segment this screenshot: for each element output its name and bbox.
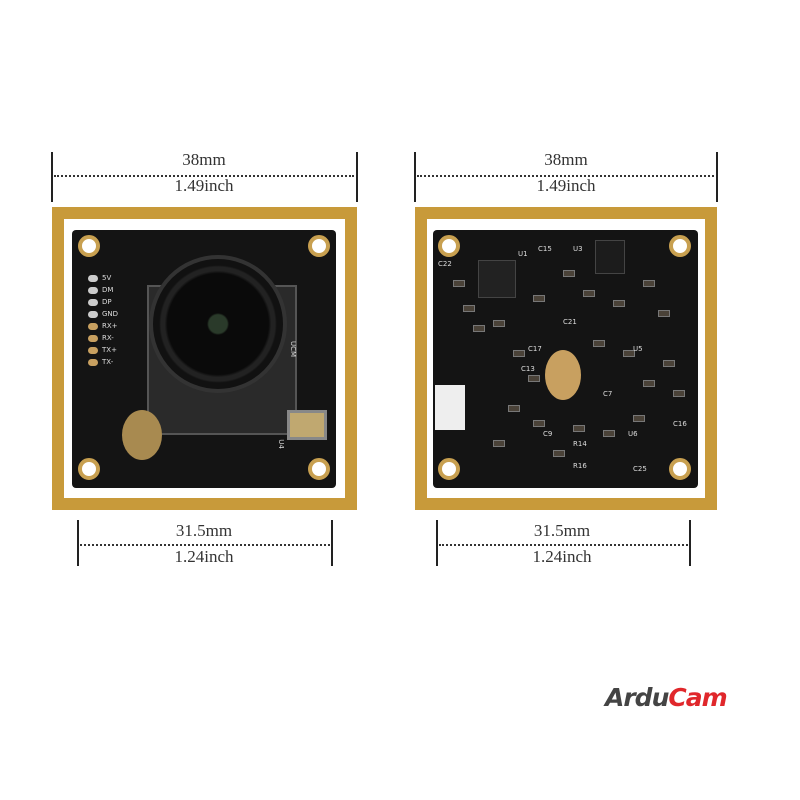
- silk-label: U4: [276, 439, 285, 449]
- smd-component: [463, 305, 475, 312]
- silk-label: C7: [603, 390, 613, 398]
- smd-component: [633, 415, 645, 422]
- mounting-hole: [78, 235, 100, 257]
- silk-label: C13: [521, 365, 535, 373]
- smd-component: [583, 290, 595, 297]
- pin-label: GND: [102, 310, 119, 318]
- silk-label: C9: [543, 430, 553, 438]
- smd-component: [533, 420, 545, 427]
- dimension-line: [417, 175, 714, 177]
- dimension-line: [54, 175, 354, 177]
- smd-component: [573, 425, 585, 432]
- silk-label: R16: [573, 462, 587, 470]
- dimension-line: [439, 544, 688, 546]
- smd-component: [553, 450, 565, 457]
- silk-label: C17: [528, 345, 542, 353]
- mounting-hole: [438, 458, 460, 480]
- microphone: [287, 410, 327, 440]
- smd-component: [663, 360, 675, 367]
- smd-component: [613, 300, 625, 307]
- arducam-logo: ArduCam: [605, 683, 728, 712]
- pin-label: TX-: [102, 358, 114, 366]
- hole-spacing-mm-label: 31.5mm: [482, 521, 642, 540]
- mounting-hole: [78, 458, 100, 480]
- dimension-tick: [414, 152, 416, 202]
- pin-label: TX+: [102, 346, 117, 354]
- mounting-hole: [438, 235, 460, 257]
- pin-label: RX+: [102, 322, 118, 330]
- pad: [122, 410, 162, 460]
- mounting-hole: [308, 235, 330, 257]
- smd-component: [528, 375, 540, 382]
- smd-component: [673, 390, 685, 397]
- smd-component: [493, 320, 505, 327]
- pin-pad: [88, 347, 98, 354]
- pad: [545, 350, 581, 400]
- pin-label: DM: [102, 286, 114, 294]
- chip-u1: [478, 260, 516, 298]
- silk-label: UCM: [289, 340, 298, 358]
- pin-pad: [88, 359, 98, 366]
- silk-label: U6: [628, 430, 638, 438]
- silk-label: C22: [438, 260, 452, 268]
- pin-pad: [88, 335, 98, 342]
- chip-u3: [595, 240, 625, 274]
- silk-label: C25: [633, 465, 647, 473]
- smd-component: [493, 440, 505, 447]
- dimension-tick: [436, 520, 438, 566]
- pin-label: 5V: [102, 274, 112, 282]
- smd-component: [593, 340, 605, 347]
- smd-component: [643, 380, 655, 387]
- connector: [435, 385, 465, 430]
- smd-component: [643, 280, 655, 287]
- dimension-tick: [51, 152, 53, 202]
- dimension-line: [80, 544, 330, 546]
- left-board-pcb: 5V DM DP GND RX+ RX- TX+ TX- UCM U4: [72, 230, 336, 488]
- smd-component: [623, 350, 635, 357]
- smd-component: [513, 350, 525, 357]
- silk-label: R14: [573, 440, 587, 448]
- silk-label: U3: [573, 245, 583, 253]
- dimension-tick: [716, 152, 718, 202]
- pin-pad: [88, 299, 98, 306]
- camera-lens: [149, 255, 287, 393]
- pin-pad: [88, 323, 98, 330]
- silk-label: C15: [538, 245, 552, 253]
- mounting-hole: [308, 458, 330, 480]
- silk-label: U5: [633, 345, 643, 353]
- silk-label: C16: [673, 420, 687, 428]
- smd-component: [453, 280, 465, 287]
- silk-label: C21: [563, 318, 577, 326]
- smd-component: [603, 430, 615, 437]
- width-inch-label: 1.49inch: [536, 176, 596, 195]
- width-mm-label: 38mm: [486, 150, 646, 169]
- smd-component: [533, 295, 545, 302]
- dimension-tick: [331, 520, 333, 566]
- smd-component: [508, 405, 520, 412]
- pin-pad: [88, 275, 98, 282]
- hole-spacing-inch-label: 1.24inch: [532, 547, 592, 566]
- dimension-tick: [689, 520, 691, 566]
- smd-component: [473, 325, 485, 332]
- pin-pad: [88, 311, 98, 318]
- smd-component: [563, 270, 575, 277]
- pin-label: RX-: [102, 334, 114, 342]
- hole-spacing-inch-label: 1.24inch: [174, 547, 234, 566]
- smd-component: [658, 310, 670, 317]
- dimension-tick: [356, 152, 358, 202]
- pin-label: DP: [102, 298, 112, 306]
- silk-label: U1: [518, 250, 528, 258]
- pin-pad: [88, 287, 98, 294]
- hole-spacing-mm-label: 31.5mm: [124, 521, 284, 540]
- width-inch-label: 1.49inch: [174, 176, 234, 195]
- dimension-tick: [77, 520, 79, 566]
- width-mm-label: 38mm: [124, 150, 284, 169]
- mounting-hole: [669, 235, 691, 257]
- mounting-hole: [669, 458, 691, 480]
